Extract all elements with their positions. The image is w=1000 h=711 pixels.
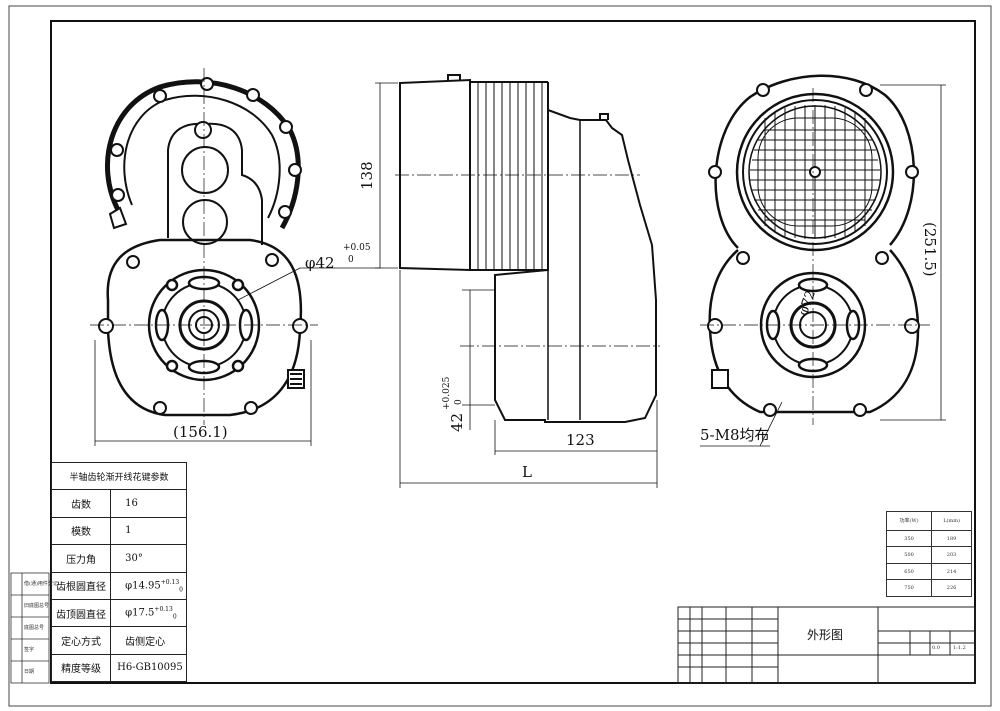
outer-border xyxy=(8,5,992,707)
len-cell: 750 xyxy=(885,579,933,597)
dim-height-251: (251.5) xyxy=(921,222,939,277)
middle-view xyxy=(375,74,660,488)
param-value-pressure-angle: 30° xyxy=(110,544,187,573)
len-cell: 350 xyxy=(885,529,933,548)
tip-dia-tol: +0.13 xyxy=(154,605,173,613)
len-cell: 500 xyxy=(885,546,933,564)
side-label-1: 借(通)用件登记 xyxy=(24,581,58,587)
dim-length-L: L xyxy=(522,463,532,481)
spline-param-table: 半轴齿轮渐开线花键参数 齿数 16 模数 1 压力角 30° 齿根圆直径 φ14… xyxy=(50,461,187,683)
len-cell: 226 xyxy=(931,579,972,597)
drawing-name: 外形图 xyxy=(807,628,844,642)
root-dia-tol2: 0 xyxy=(179,585,183,593)
tip-dia-tol2: 0 xyxy=(172,613,177,621)
param-value-accuracy: H6-GB10095 xyxy=(110,653,187,683)
dim-dia-42-left: φ42 xyxy=(305,256,335,271)
side-label-4: 签字 xyxy=(24,647,35,653)
side-strip xyxy=(10,572,50,684)
root-dia-value: φ14.95 xyxy=(125,579,161,591)
inner-border xyxy=(50,20,976,684)
dim-dia-42-left-value: φ42 xyxy=(305,254,335,272)
side-label-2: 旧底图总号 xyxy=(24,603,50,609)
param-key-root-dia: 齿根圆直径 xyxy=(50,571,112,600)
param-table-title: 半轴齿轮渐开线花键参数 xyxy=(51,461,187,491)
param-key-teeth: 齿数 xyxy=(50,489,112,518)
len-header-length: L(mm) xyxy=(931,511,972,531)
dim-dia-42-mid-tol: +0.025 xyxy=(442,376,452,410)
title-block xyxy=(677,606,976,684)
dim-width-156: (156.1) xyxy=(173,423,228,441)
dim-length-123: 123 xyxy=(566,431,595,449)
dim-dia-42-left-tol: +0.05 xyxy=(343,243,371,253)
param-key-module: 模数 xyxy=(50,516,112,546)
param-key-tip-dia: 齿顶圆直径 xyxy=(50,598,112,628)
right-view xyxy=(700,74,946,447)
left-view xyxy=(90,68,380,446)
param-key-pressure-angle: 压力角 xyxy=(50,544,112,573)
drawing-weight: 0.0 xyxy=(932,645,940,651)
len-cell: 214 xyxy=(931,562,972,581)
len-header-power: 功率(W) xyxy=(885,511,933,531)
param-value-module: 1 xyxy=(110,516,187,546)
param-key-accuracy: 精度等级 xyxy=(50,653,112,683)
bolt-note: 5-M8均布 xyxy=(700,426,770,444)
dim-dia-42-left-tol2: 0 xyxy=(348,255,354,265)
side-label-3: 底图总号 xyxy=(24,625,45,631)
len-cell: 203 xyxy=(931,546,972,564)
param-value-tip-dia: φ17.5+0.130 xyxy=(110,598,187,628)
param-value-centering: 齿侧定心 xyxy=(110,626,187,655)
vent-grid xyxy=(750,105,880,239)
param-value-teeth: 16 xyxy=(110,489,187,518)
side-label-5: 日期 xyxy=(24,669,35,675)
dim-height-138: 138 xyxy=(358,161,376,190)
param-key-centering: 定心方式 xyxy=(50,626,112,655)
drawing-scale: 1:1.2 xyxy=(953,645,966,651)
dim-dia-42-mid: 42 xyxy=(448,412,466,432)
root-dia-tol: +0.13 xyxy=(160,578,180,586)
len-cell: 189 xyxy=(931,529,972,548)
tip-dia-value: φ17.5 xyxy=(125,607,155,619)
len-cell: 650 xyxy=(885,562,933,581)
dim-dia-42-mid-tol2: 0 xyxy=(454,399,464,405)
param-value-root-dia: φ14.95+0.130 xyxy=(110,571,187,600)
